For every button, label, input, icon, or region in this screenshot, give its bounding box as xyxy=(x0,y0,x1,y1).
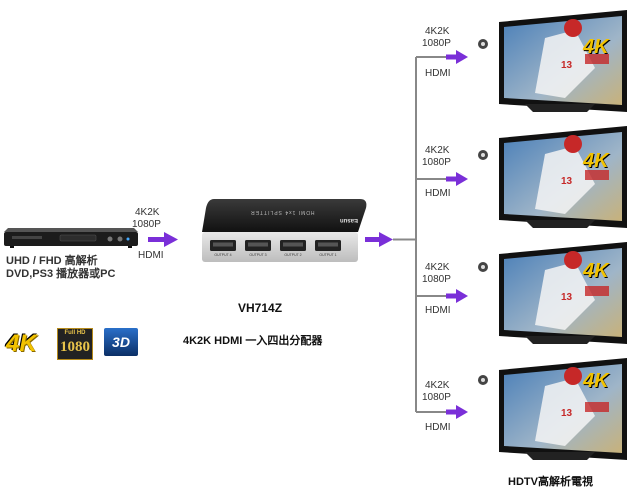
tv-jersey-number: 13 xyxy=(561,408,573,419)
tv-screen xyxy=(499,242,627,344)
hdtv-4: 4K 13 xyxy=(495,356,630,468)
device-model: VH714Z xyxy=(238,301,283,315)
input-signal-type: HDMI xyxy=(138,250,164,261)
device-description: 4K2K HDMI 一入四出分配器 xyxy=(183,335,323,347)
port-label: OUTPUT 4 xyxy=(214,253,232,257)
badge-fullhd-num: 1080 xyxy=(60,339,90,355)
output-fp: 1080P xyxy=(422,157,451,168)
output-fp: 1080P xyxy=(422,274,451,285)
badge-4k: 4K xyxy=(6,330,37,357)
hdmi-plug-icons xyxy=(478,39,488,385)
output-fp: 1080P xyxy=(422,392,451,403)
output-fp: 1080P xyxy=(422,38,451,49)
tv-screen xyxy=(499,358,627,460)
hdtv-3: 4K 13 xyxy=(495,240,630,352)
output-type: HDMI xyxy=(425,188,451,199)
tv-jersey-number: 13 xyxy=(561,292,573,303)
output-res: 4K2K xyxy=(425,380,450,391)
tv-jersey-number: 13 xyxy=(561,176,573,187)
tv-4k-badge: 4K xyxy=(583,150,609,172)
tv-jersey-number: 13 xyxy=(561,60,573,71)
device-brand: Easun xyxy=(340,217,359,223)
splitter-device xyxy=(202,199,367,262)
output-type: HDMI xyxy=(425,305,451,316)
tv-screen xyxy=(499,10,627,112)
tv-caption: HDTV高解析電視 xyxy=(508,476,593,488)
output-res: 4K2K xyxy=(425,26,450,37)
output-res: 4K2K xyxy=(425,145,450,156)
dvd-player-icon xyxy=(4,228,138,248)
output-branch-2 xyxy=(416,172,468,186)
badge-3d: 3D xyxy=(104,328,138,356)
port-label: OUTPUT 2 xyxy=(284,253,302,257)
tv-4k-badge: 4K xyxy=(583,370,609,392)
hdtv-1: 4K 13 xyxy=(495,8,630,120)
output-res: 4K2K xyxy=(425,262,450,273)
port-label: OUTPUT 3 xyxy=(249,253,267,257)
output-type: HDMI xyxy=(425,422,451,433)
badge-fullhd: Full HD 1080 xyxy=(57,328,93,360)
output-branch-3 xyxy=(416,289,468,303)
splitter-output-arrow xyxy=(365,232,416,247)
tv-4k-badge: 4K xyxy=(583,36,609,58)
tv-4k-badge: 4K xyxy=(583,260,609,282)
source-label-line1: UHD / FHD 高解析 xyxy=(6,255,98,267)
device-top-label: HDMI 1x4 SPLITTER xyxy=(250,209,315,215)
tv-screen xyxy=(499,126,627,228)
input-signal-fp: 1080P xyxy=(132,219,161,230)
port-label: OUTPUT 1 xyxy=(319,253,337,257)
input-signal-res: 4K2K xyxy=(135,207,160,218)
badge-fullhd-top: Full HD xyxy=(64,330,86,336)
output-branch-4 xyxy=(416,405,468,419)
output-branch-1 xyxy=(416,50,468,64)
output-type: HDMI xyxy=(425,68,451,79)
source-label-line2: DVD,PS3 播放器或PC xyxy=(6,268,116,280)
hdtv-2: 4K 13 xyxy=(495,124,630,236)
input-arrow xyxy=(148,232,178,247)
